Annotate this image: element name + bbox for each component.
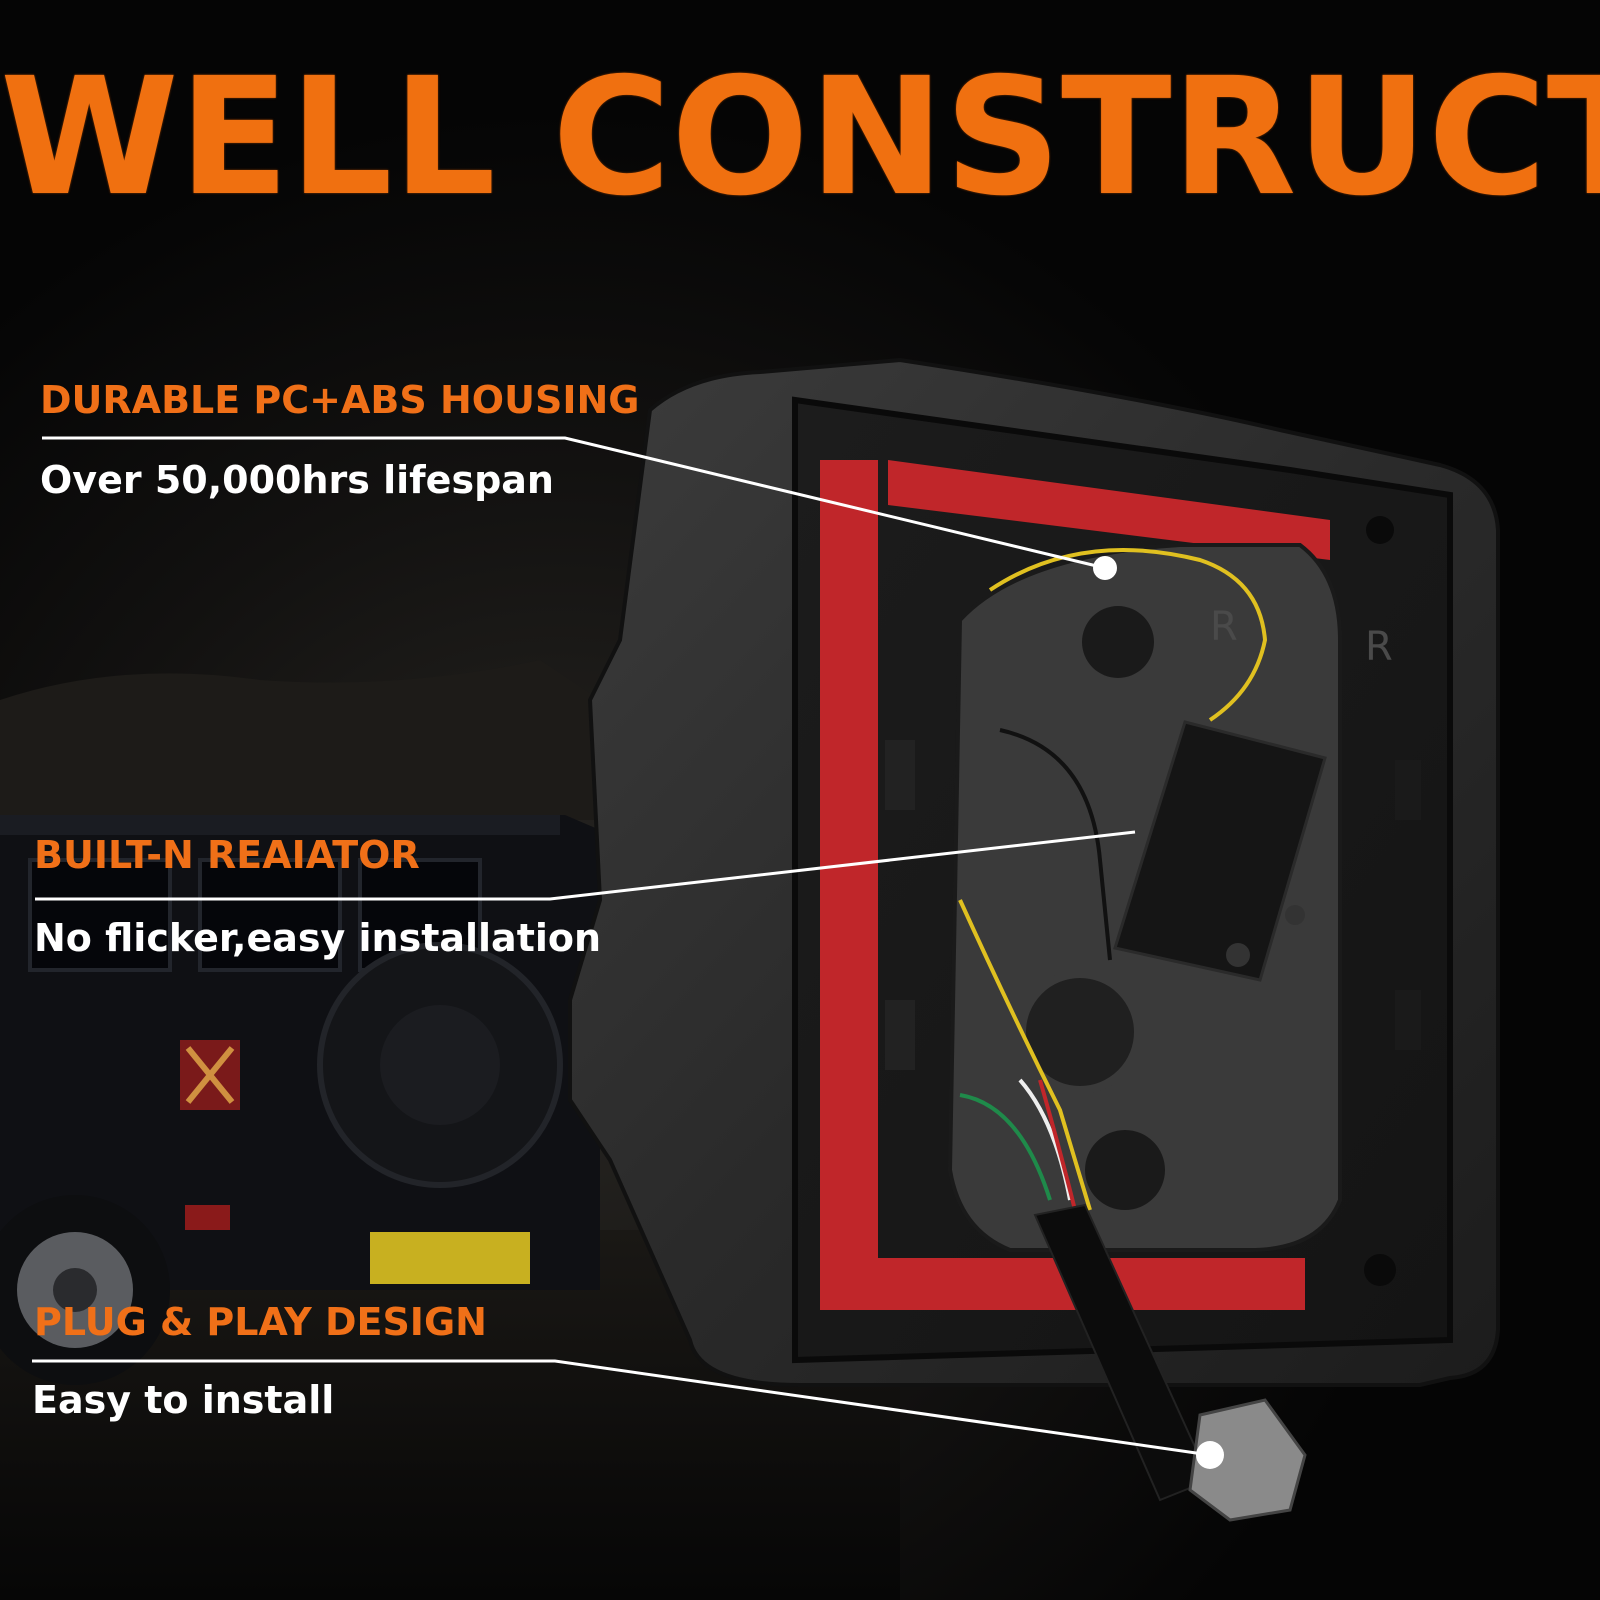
callout-title-plug-play: PLUG & PLAY DESIGN bbox=[34, 1300, 487, 1344]
svg-text:R: R bbox=[1210, 604, 1238, 650]
jeep-vehicle bbox=[0, 815, 600, 1385]
red-gasket-top bbox=[888, 460, 1330, 560]
callout-subtitle-lifespan: Over 50,000hrs lifespan bbox=[40, 458, 554, 502]
callout-subtitle-no-flicker: No flicker,easy installation bbox=[34, 916, 602, 960]
resistor-module bbox=[1113, 720, 1327, 982]
red-gasket-left bbox=[820, 460, 878, 1310]
headline: WELL CONSTRUCTED bbox=[0, 44, 1600, 232]
plug-connector bbox=[1188, 1398, 1307, 1522]
tail-light-housing: R R bbox=[568, 357, 1500, 1522]
license-plate bbox=[370, 1232, 530, 1284]
callout-title-resistor: BUILT-N REAIATOR bbox=[34, 833, 420, 877]
callout-title-housing: DURABLE PC+ABS HOUSING bbox=[40, 378, 640, 422]
callout-lines bbox=[32, 436, 1224, 1469]
svg-text:R: R bbox=[1365, 624, 1393, 670]
rock-hill bbox=[0, 660, 600, 820]
callout-subtitle-easy-install: Easy to install bbox=[32, 1378, 335, 1422]
